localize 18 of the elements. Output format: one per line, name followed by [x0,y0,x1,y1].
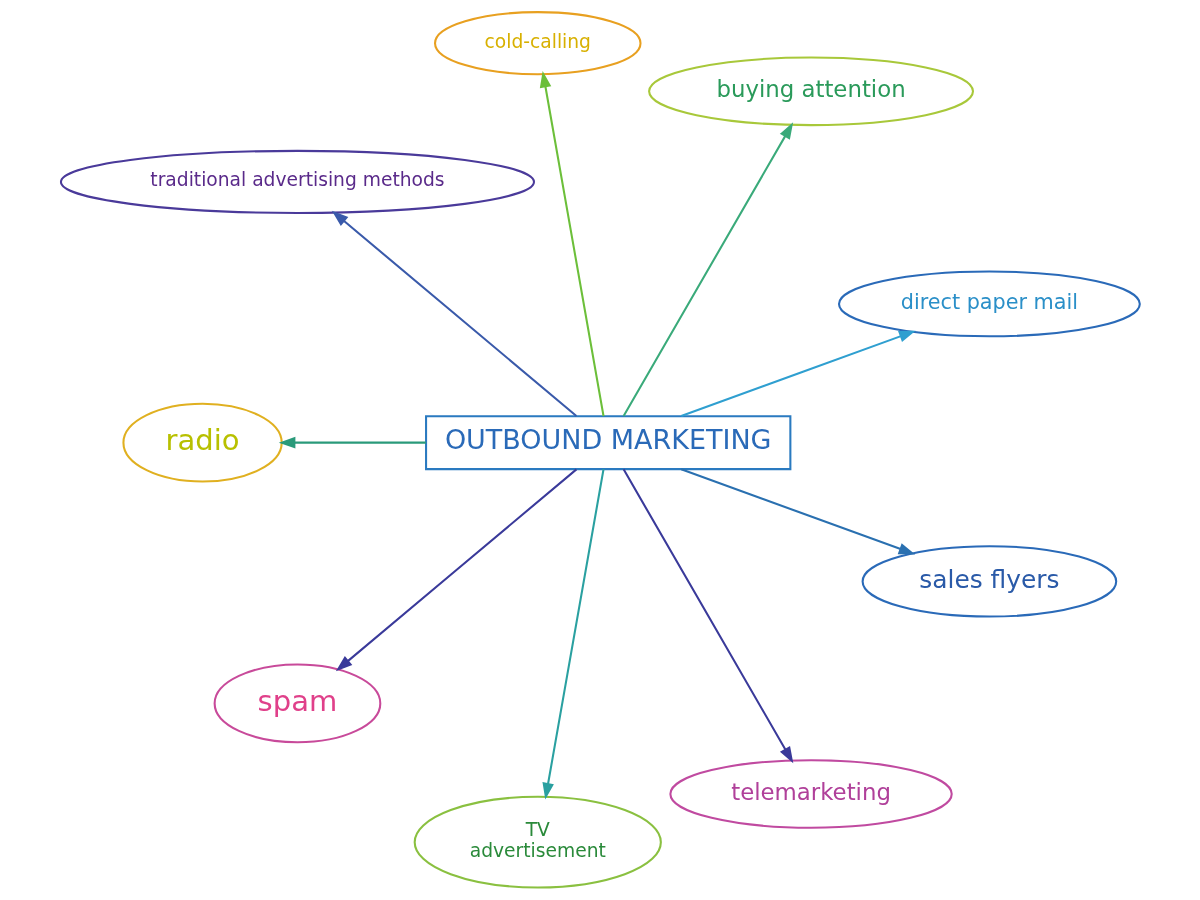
arrow [278,436,426,449]
arrow [622,122,793,417]
arrow [331,210,577,417]
node-ellipse: buying attention [647,56,974,127]
node-ellipse: traditional advertising methods [59,149,535,214]
arrow [622,468,793,764]
node-ellipse: cold-calling [433,11,642,76]
arrow [680,330,916,418]
node-ellipse: radio [121,402,283,483]
node-ellipse: direct paper mail [837,270,1141,338]
node-ellipse: TV advertisement [413,795,662,889]
node-ellipse: spam [213,663,381,744]
node-box: OUTBOUND MARKETING [424,415,791,471]
arrow [680,468,915,555]
node-ellipse: telemarketing [668,759,953,829]
arrow [539,70,605,417]
arrow [541,469,605,800]
arrow [335,468,577,672]
